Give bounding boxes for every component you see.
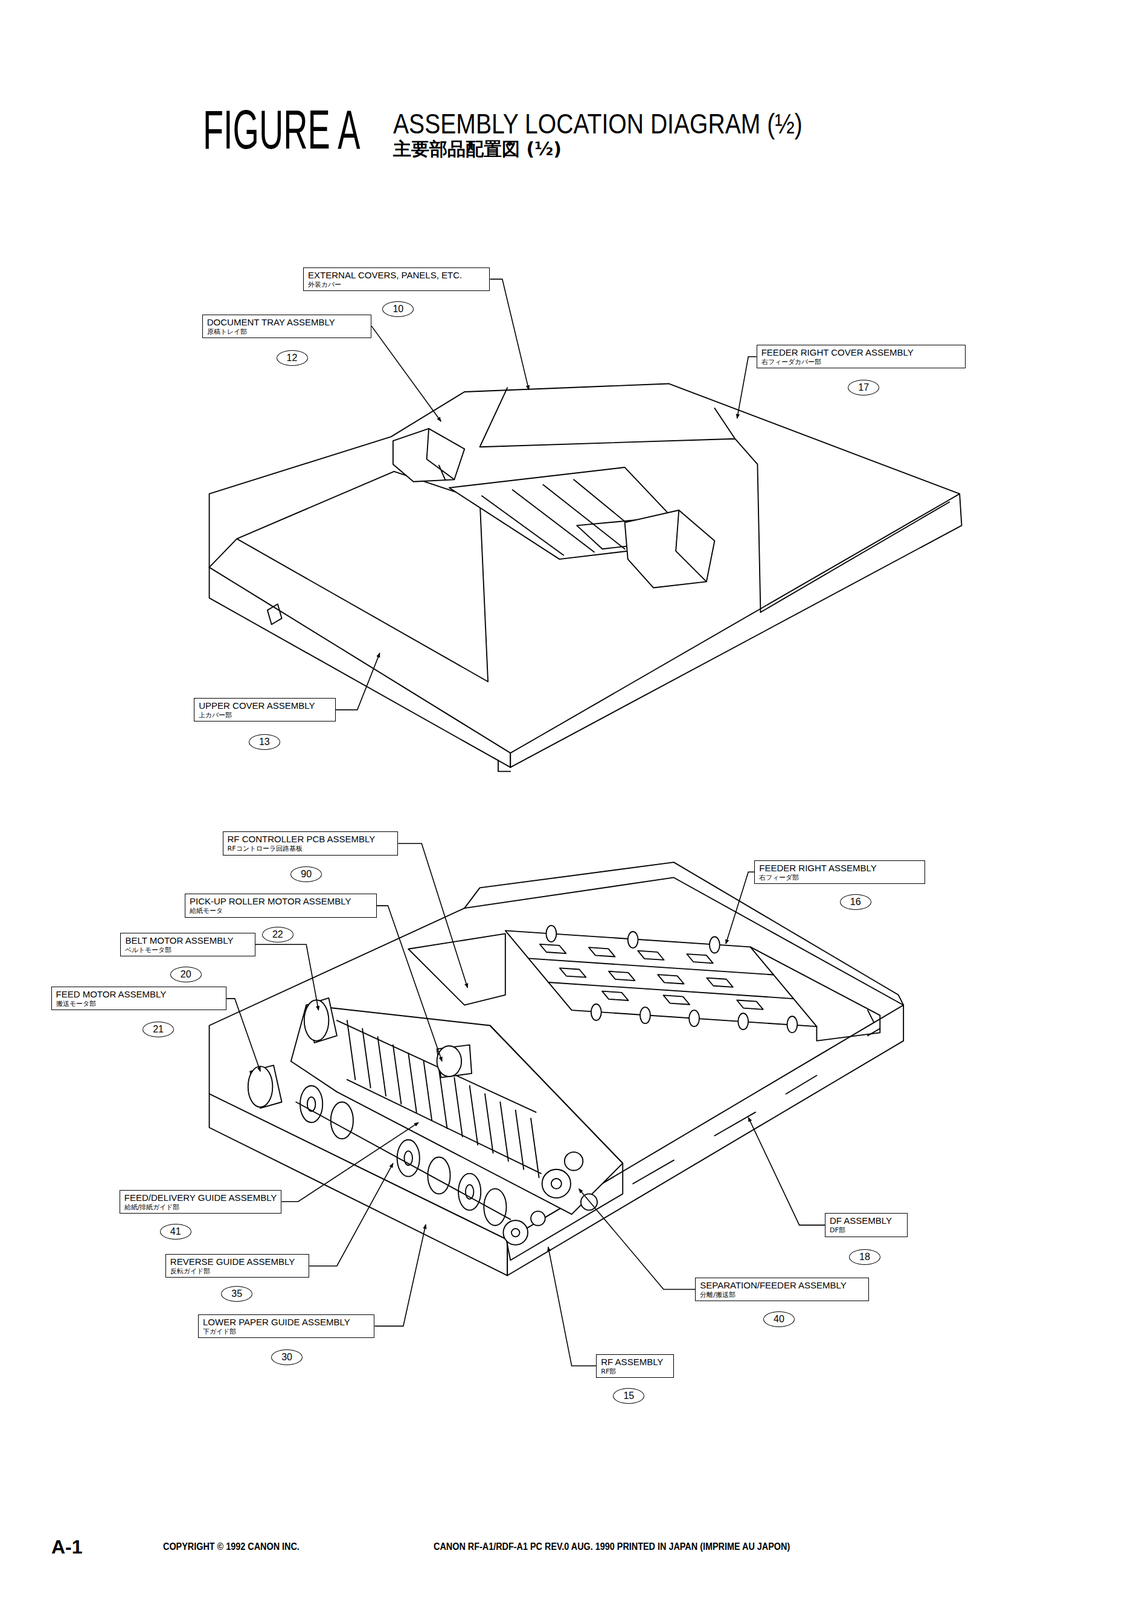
callout-number: 40 — [773, 1314, 785, 1325]
part-name: SEPARATION/FEEDER ASSEMBLY — [699, 1280, 864, 1292]
footer-text: COPYRIGHT © 1992 CANON INC. — [163, 1541, 300, 1553]
callout-box: RF ASSEMBLYRF部 — [596, 1354, 674, 1379]
leader-line — [371, 326, 441, 422]
callout-oval: 41 — [160, 1224, 192, 1240]
footer-text: CANON RF-A1/RDF-A1 PC REV.0 AUG. 1990 PR… — [433, 1541, 790, 1553]
leader-line — [490, 278, 529, 390]
part-name: PICK-UP ROLLER MOTOR ASSEMBLY — [189, 896, 372, 908]
part-name-jp: 上カバー部 — [198, 711, 331, 720]
callout-box: LOWER PAPER GUIDE ASSEMBLY下ガイド部 — [198, 1314, 375, 1339]
part-name-jp: 給紙モータ — [189, 907, 372, 915]
leader-line — [737, 356, 757, 419]
callout-oval: 90 — [290, 866, 322, 883]
leader-line — [226, 998, 261, 1072]
leader-line — [376, 905, 443, 1062]
part-name-jp: RFコントローラ回路基板 — [227, 844, 394, 853]
callout-number: 15 — [623, 1391, 635, 1401]
callout-oval: 30 — [271, 1349, 303, 1366]
callout-oval: 17 — [847, 379, 880, 396]
part-name: RF CONTROLLER PCB ASSEMBLY — [227, 833, 394, 845]
leader-line — [255, 944, 319, 1011]
leader-line — [548, 1246, 597, 1366]
part-name-jp: 原稿トレイ部 — [207, 327, 368, 336]
callout-box: REVERSE GUIDE ASSEMBLY反転ガイド部 — [165, 1254, 310, 1278]
callout-box: FEEDER RIGHT ASSEMBLY右フィーダ部 — [754, 860, 925, 885]
callout-box: FEEDER RIGHT COVER ASSEMBLY右フィーダカバー部 — [756, 344, 967, 369]
callout-oval: 21 — [142, 1021, 174, 1038]
callout-number: 35 — [231, 1289, 243, 1299]
callout-oval: 40 — [763, 1311, 795, 1328]
callout-box: PICK-UP ROLLER MOTOR ASSEMBLY給紙モータ — [184, 893, 377, 918]
part-name-jp: ベルトモータ部 — [125, 946, 250, 955]
callout-oval: 12 — [276, 350, 308, 366]
callout-oval: 13 — [248, 734, 281, 750]
part-name: FEEDER RIGHT COVER ASSEMBLY — [761, 347, 962, 359]
callout-number: 41 — [170, 1227, 182, 1237]
callout-number: 22 — [272, 929, 284, 940]
callout-oval: 22 — [262, 926, 294, 943]
callout-box: RF CONTROLLER PCB ASSEMBLYRFコントローラ回路基板 — [222, 831, 399, 856]
callout-box: EXTERNAL COVERS, PANELS, ETC.外装カバー — [303, 267, 490, 292]
part-name-jp: 反転ガイド部 — [170, 1267, 305, 1276]
leader-line — [579, 1189, 696, 1290]
callout-number: 16 — [850, 897, 862, 908]
callout-box: SEPARATION/FEEDER ASSEMBLY分離/搬送部 — [695, 1277, 869, 1302]
part-name: BELT MOTOR ASSEMBLY — [125, 935, 250, 947]
part-name: DF ASSEMBLY — [829, 1215, 903, 1227]
part-name-jp: 外装カバー — [307, 280, 485, 289]
part-name: EXTERNAL COVERS, PANELS, ETC. — [307, 269, 485, 281]
part-name-jp: DF部 — [829, 1226, 903, 1235]
callout-number: 12 — [286, 353, 298, 363]
callout-box: DOCUMENT TRAY ASSEMBLY原稿トレイ部 — [202, 314, 372, 339]
callout-box: FEED/DELIVERY GUIDE ASSEMBLY給紙/排紙ガイド部 — [119, 1190, 283, 1214]
part-name: FEED/DELIVERY GUIDE ASSEMBLY — [124, 1192, 278, 1204]
part-name-jp: 下ガイド部 — [202, 1327, 370, 1336]
callout-oval: 16 — [839, 894, 872, 911]
part-name-jp: 右フィーダ部 — [759, 873, 920, 882]
callout-box: BELT MOTOR ASSEMBLYベルトモータ部 — [120, 932, 255, 957]
callout-oval: 35 — [221, 1286, 253, 1302]
leader-line — [374, 1224, 426, 1327]
part-name: UPPER COVER ASSEMBLY — [198, 700, 331, 712]
callout-box: UPPER COVER ASSEMBLY上カバー部 — [193, 698, 336, 722]
part-name: FEED MOTOR ASSEMBLY — [56, 989, 223, 1000]
leader-line — [309, 1163, 394, 1267]
part-name-jp: 搬送モータ部 — [56, 1000, 223, 1008]
callout-number: 10 — [392, 304, 404, 315]
callout-number: 17 — [858, 382, 869, 393]
part-name: FEEDER RIGHT ASSEMBLY — [759, 862, 920, 874]
subtitle-jp: 主要部品配置図 (½) — [393, 138, 562, 159]
leader-line — [748, 1117, 825, 1226]
callout-box: DF ASSEMBLYDF部 — [824, 1213, 908, 1237]
part-name-jp: RF部 — [600, 1367, 669, 1376]
callout-number: 20 — [180, 969, 192, 980]
callout-number: 18 — [859, 1252, 871, 1263]
page-number: A-1 — [51, 1536, 83, 1558]
leader-line — [281, 1122, 419, 1202]
callout-oval: 20 — [170, 966, 202, 983]
part-name: REVERSE GUIDE ASSEMBLY — [170, 1256, 305, 1268]
part-name-jp: 給紙/排紙ガイド部 — [124, 1203, 278, 1212]
part-name-jp: 分離/搬送部 — [699, 1291, 864, 1299]
part-name-jp: 右フィーダカバー部 — [761, 358, 962, 366]
leader-line — [335, 653, 380, 711]
callout-number: 21 — [152, 1024, 164, 1035]
part-name: RF ASSEMBLY — [600, 1356, 669, 1368]
part-name: LOWER PAPER GUIDE ASSEMBLY — [202, 1317, 370, 1328]
callout-number: 90 — [300, 869, 312, 880]
callout-oval: 18 — [849, 1249, 881, 1266]
part-name: DOCUMENT TRAY ASSEMBLY — [207, 317, 368, 328]
subtitle: ASSEMBLY LOCATION DIAGRAM (½) — [393, 108, 803, 140]
callout-box: FEED MOTOR ASSEMBLY搬送モータ部 — [51, 986, 228, 1011]
figure-title: FIGURE A — [202, 102, 360, 158]
callout-number: 13 — [259, 737, 270, 747]
leader-line — [725, 871, 755, 944]
callout-oval: 15 — [612, 1388, 645, 1404]
callout-oval: 10 — [382, 301, 414, 318]
callout-number: 30 — [281, 1352, 293, 1363]
